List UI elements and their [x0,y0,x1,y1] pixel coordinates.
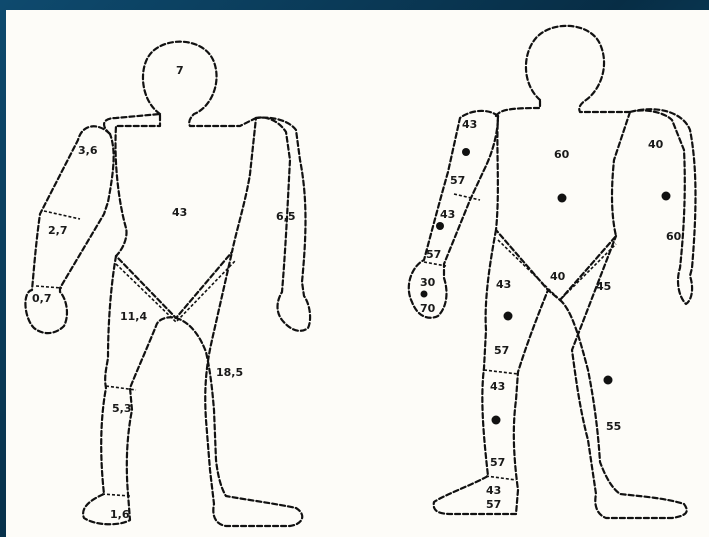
right-leftarm-joint1 [454,194,480,200]
right-rightarm-low-label: 60 [666,230,682,243]
left-figure: 7 3,6 2,7 0,7 43 6,5 11,4 18,5 5,3 1,6 [25,42,310,526]
right-rightarm-dot [662,192,671,201]
right-upperarm-top-label: 43 [462,118,477,131]
right-lowerleg-low-label: 57 [490,456,505,469]
right-forearm-top-label: 43 [440,208,455,221]
right-rightleg-dot [604,376,613,385]
right-hand-low-label: 70 [420,302,436,315]
left-foot-label: 1,6 [110,508,130,521]
right-forearm-low-label: 57 [426,248,441,261]
right-rightarm-top-label: 40 [648,138,664,151]
right-hand-top-label: 30 [420,276,436,289]
right-lowerleg-top-label: 43 [490,380,505,393]
right-thigh-dot [504,312,513,321]
right-trunk-label: 60 [554,148,570,161]
left-trunk-label: 43 [172,206,187,219]
right-thigh-top-label: 43 [496,278,511,291]
right-thigh-low-label: 57 [494,344,509,357]
left-leftleg-outline [83,256,176,524]
left-forearm-label: 2,7 [48,224,68,237]
right-hand-dot [421,291,428,298]
right-leftleg-knee [484,370,518,374]
right-pelvis-label: 40 [550,270,566,283]
left-thigh-label: 11,4 [120,310,147,323]
left-rightarm-outline [256,118,310,331]
left-rightleg-label: 18,5 [216,366,243,379]
right-foot-top-label: 43 [486,484,501,497]
left-lowerleg-label: 5,3 [112,402,132,415]
left-head-outline [143,42,256,126]
right-rightlowerleg-label: 55 [606,420,621,433]
right-forearm-dot [436,222,444,230]
right-trunk-dot [558,194,567,203]
left-rightarm-label: 6,5 [276,210,296,223]
left-hand-label: 0,7 [32,292,52,305]
right-head-outline [526,26,630,112]
left-leftleg-ankle [102,494,130,496]
right-lowerleg-dot [492,416,501,425]
left-head-label: 7 [176,64,184,77]
right-upperarm-dot [462,148,470,156]
left-leftarm-joint1 [44,211,80,219]
right-leftarm-joint2 [424,262,446,266]
right-leftleg-ankle [486,476,516,480]
right-rightthigh-label: 45 [596,280,611,293]
left-rightleg-outline [176,252,302,526]
right-foot-low-label: 57 [486,498,501,511]
left-upperarm-label: 3,6 [78,144,98,157]
right-upperarm-low-label: 57 [450,174,465,187]
left-leftarm-joint2 [36,286,62,288]
right-figure: 43 57 43 57 30 70 60 40 60 40 43 57 45 4… [409,26,696,518]
